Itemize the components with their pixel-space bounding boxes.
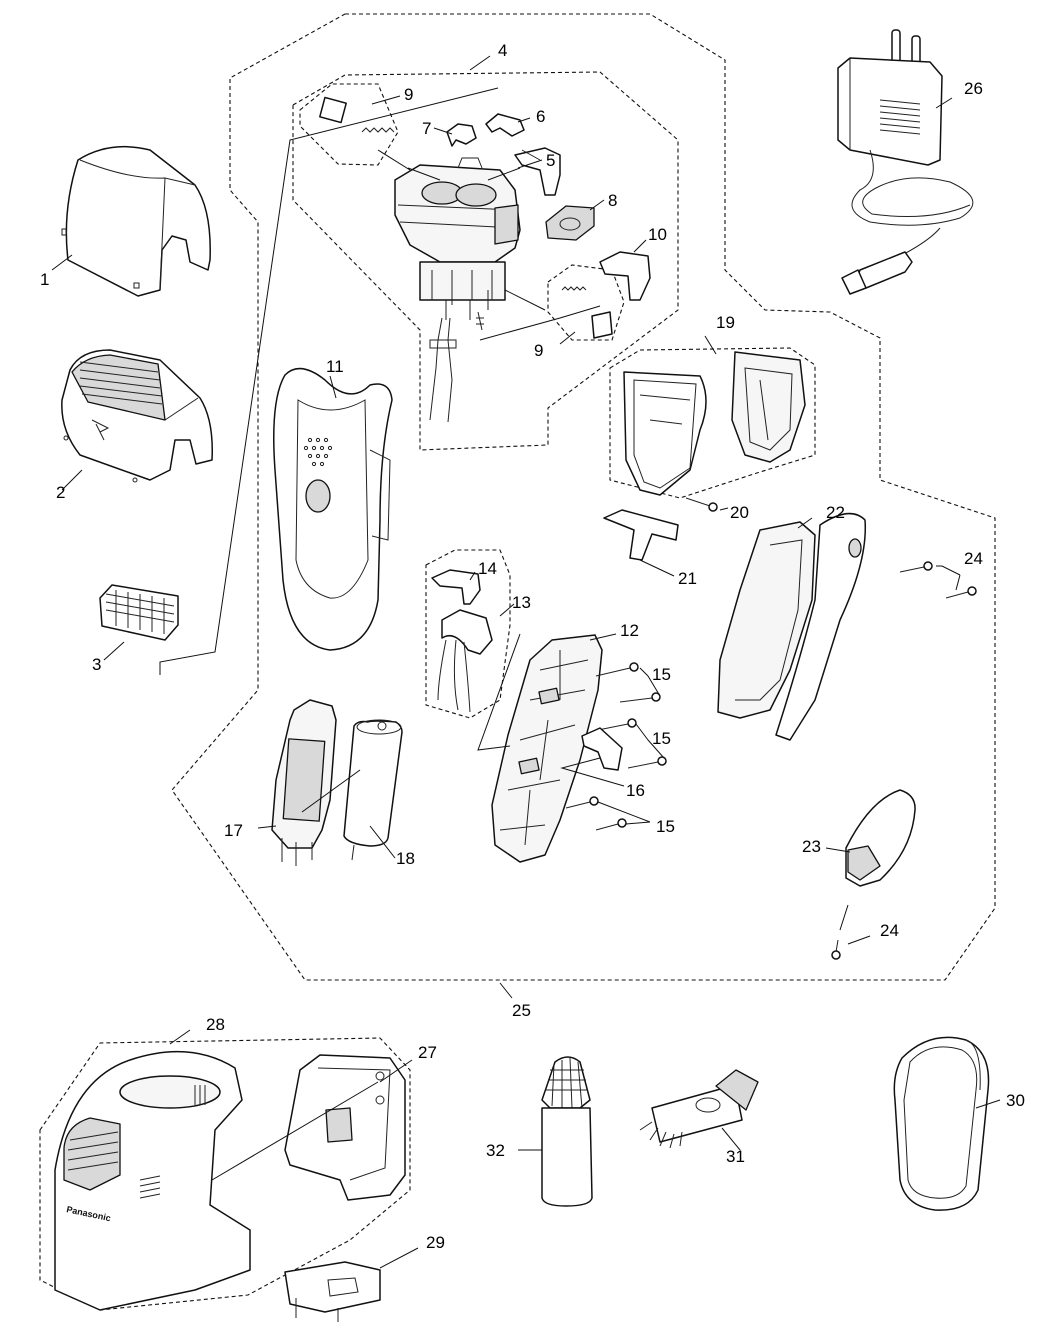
bracket-part-16	[581, 727, 623, 771]
callout-24-upper: 24	[964, 549, 983, 568]
callout-numbers: 4 1 2 3 5 6 7 8 9 9 10 11 12 13 14 15 15…	[40, 41, 1025, 1252]
battery	[343, 719, 403, 861]
callout-6: 6	[536, 107, 545, 126]
frame-part-5	[514, 147, 561, 196]
callout-14: 14	[478, 559, 497, 578]
callout-15-c: 15	[656, 817, 675, 836]
front-housing	[273, 367, 393, 651]
inner-blade	[99, 584, 179, 641]
screw-24-lower	[831, 939, 841, 960]
spring-part-9b	[561, 286, 613, 339]
circuit-board	[271, 699, 337, 866]
clip-part-6	[485, 113, 525, 137]
callout-27: 27	[418, 1043, 437, 1062]
charging-stand: Panasonic	[54, 1050, 251, 1311]
callout-19: 19	[716, 313, 735, 332]
callout-30: 30	[1006, 1091, 1025, 1110]
callout-10: 10	[648, 225, 667, 244]
cleaning-tray	[284, 1261, 381, 1322]
callout-15-a: 15	[652, 665, 671, 684]
inner-frame	[491, 634, 603, 863]
screw-20	[685, 497, 718, 512]
connector-3-to-4	[159, 87, 499, 675]
system-outer-foil	[61, 349, 213, 483]
callout-24-lower: 24	[880, 921, 899, 940]
callout-8: 8	[608, 191, 617, 210]
screws-15	[565, 662, 667, 831]
callout-9-lower: 9	[534, 341, 543, 360]
callout-3: 3	[92, 655, 101, 674]
rear-housing	[623, 351, 806, 496]
leader-lines	[51, 55, 1001, 1269]
callout-11: 11	[326, 357, 344, 376]
bracket-part-21	[603, 509, 679, 561]
callout-28: 28	[206, 1015, 225, 1034]
callout-2: 2	[56, 483, 65, 502]
callout-5: 5	[546, 151, 555, 170]
harness-part-13	[437, 609, 493, 713]
callout-23: 23	[802, 837, 821, 856]
callout-22: 22	[826, 503, 845, 522]
callout-4: 4	[498, 41, 507, 60]
group-9b-outline	[547, 264, 625, 341]
callout-32: 32	[486, 1141, 505, 1160]
callout-26: 26	[964, 79, 983, 98]
callout-18: 18	[396, 849, 415, 868]
group-25-outline	[171, 13, 996, 981]
bottom-cap	[845, 789, 916, 887]
stand-insert	[284, 1054, 406, 1201]
callout-9-upper: 9	[404, 85, 413, 104]
callout-25: 25	[512, 1001, 531, 1020]
ac-adaptor	[837, 29, 974, 295]
oil-bottle	[541, 1056, 593, 1207]
callout-20: 20	[730, 503, 749, 522]
cleaning-brush	[639, 1069, 759, 1149]
outer-foil-cap	[61, 145, 211, 297]
group-9a-outline	[299, 83, 399, 166]
screws-24-upper	[899, 561, 977, 599]
group-13-outline	[425, 549, 511, 719]
callout-15-b: 15	[652, 729, 671, 748]
callout-31: 31	[726, 1147, 745, 1166]
callout-29: 29	[426, 1233, 445, 1252]
callout-17: 17	[224, 821, 243, 840]
side-housing	[717, 512, 867, 741]
callout-13: 13	[512, 593, 531, 612]
spring-part-9a	[319, 96, 395, 133]
group-4-outline	[292, 71, 679, 451]
drive-head-assembly	[394, 157, 521, 423]
callout-12: 12	[620, 621, 639, 640]
callout-7: 7	[422, 119, 431, 138]
holder-part-14	[431, 569, 481, 605]
group-19-outline	[609, 347, 816, 499]
travel-pouch	[893, 1036, 990, 1211]
callout-1: 1	[40, 270, 49, 289]
callout-16: 16	[626, 781, 645, 800]
clip-part-7	[446, 123, 477, 147]
callout-21: 21	[678, 569, 697, 588]
cover-part-8	[545, 205, 595, 241]
bracket-part-10	[599, 251, 651, 301]
